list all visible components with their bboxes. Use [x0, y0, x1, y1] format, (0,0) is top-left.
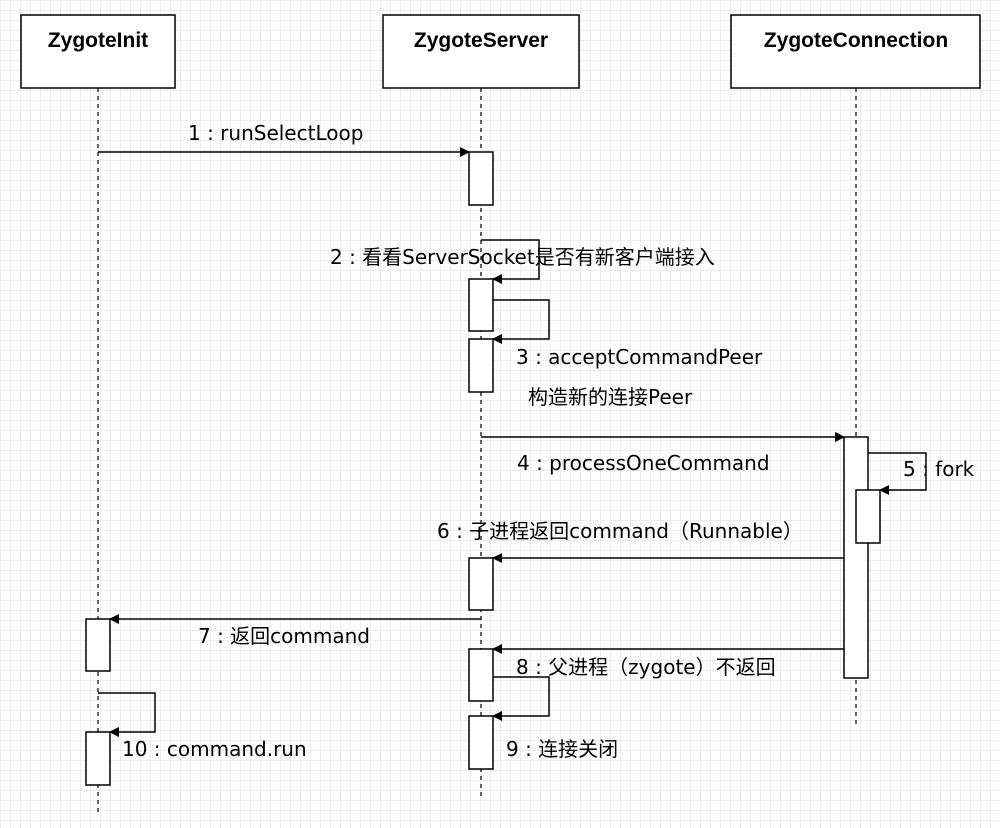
- message-4: 4 : processOneCommand: [481, 432, 845, 475]
- message-3: 3 : acceptCommandPeer 构造新的连接Peer: [492, 299, 763, 409]
- activation-server-6: [468, 715, 494, 770]
- participant-zygote-server[interactable]: ZygoteServer: [382, 14, 580, 89]
- message-label: 1 : runSelectLoop: [188, 121, 363, 145]
- activation-server-5: [468, 648, 494, 702]
- activation-server-3: [468, 338, 494, 393]
- message-label: 10 : command.run: [122, 737, 307, 761]
- message-6: 6 : 子进程返回command（Runnable）: [437, 519, 844, 563]
- message-7: 7 : 返回command: [109, 614, 481, 648]
- participant-label: ZygoteServer: [414, 29, 548, 52]
- message-label: 7 : 返回command: [198, 624, 370, 648]
- message-label: 2 : 看看ServerSocket是否有新客户端接入: [330, 245, 715, 269]
- message-label: 6 : 子进程返回command（Runnable）: [437, 519, 803, 543]
- activation-server-4: [468, 557, 494, 611]
- activation-connection-main: [843, 436, 869, 679]
- message-label: 8 : 父进程（zygote）不返回: [516, 655, 776, 679]
- activation-init-2: [85, 731, 111, 786]
- participant-label: ZygoteConnection: [764, 29, 948, 52]
- activation-server-1: [468, 151, 494, 206]
- activation-init-1: [85, 618, 111, 672]
- message-label: 5 : fork: [903, 457, 975, 481]
- message-8: 8 : 父进程（zygote）不返回: [492, 644, 844, 679]
- message-1: 1 : runSelectLoop: [98, 121, 470, 157]
- participant-zygote-connection[interactable]: ZygoteConnection: [730, 14, 981, 89]
- activation-connection-fork: [855, 489, 881, 544]
- message-10: 10 : command.run: [98, 692, 307, 761]
- participant-zygote-init[interactable]: ZygoteInit: [20, 14, 176, 89]
- message-label: 3 : acceptCommandPeer: [516, 345, 763, 369]
- message-5: 5 : fork: [868, 452, 975, 495]
- participant-label: ZygoteInit: [48, 29, 148, 52]
- message-label: 9 : 连接关闭: [506, 737, 618, 761]
- message-9: 9 : 连接关闭: [492, 676, 618, 761]
- message-note: 构造新的连接Peer: [528, 385, 693, 409]
- message-label: 4 : processOneCommand: [517, 451, 770, 475]
- message-2: 2 : 看看ServerSocket是否有新客户端接入: [330, 239, 715, 284]
- activation-server-2: [468, 278, 494, 332]
